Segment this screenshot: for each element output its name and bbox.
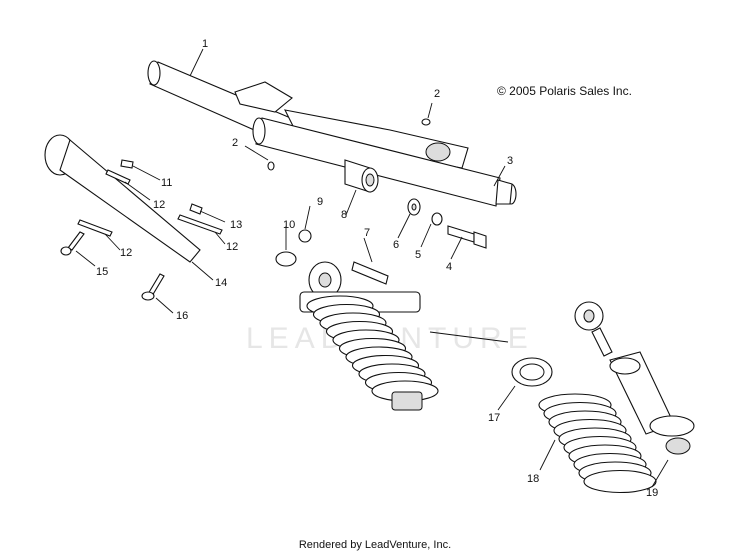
shock-assembly-main	[299, 261, 439, 411]
callout-8: 8	[341, 209, 347, 221]
part-17-retainer	[511, 357, 553, 387]
callout-4: 4	[446, 261, 452, 273]
part-3-lower-arm	[252, 117, 517, 207]
coil-ring	[583, 469, 657, 494]
callout-3: 3	[507, 155, 513, 167]
callout-13: 13	[230, 219, 242, 231]
callout-14: 14	[215, 277, 227, 289]
callout-12b: 12	[226, 241, 238, 253]
callout-19: 19	[646, 487, 658, 499]
callout-18: 18	[527, 473, 539, 485]
callout-9: 9	[317, 196, 323, 208]
callout-5: 5	[415, 249, 421, 261]
callout-1: 1	[202, 38, 208, 50]
callout-11: 11	[161, 177, 172, 189]
callout-15: 15	[96, 266, 108, 278]
leader-lines	[75, 48, 669, 488]
callout-6: 6	[393, 239, 399, 251]
part-8-mount-post	[344, 159, 379, 193]
callout-2b: 2	[232, 137, 238, 149]
callout-10: 10	[283, 219, 295, 231]
left-hardware	[44, 134, 223, 301]
callouts: 1 2 2 3 4 5 6 7 8 9 10 11 12 12 12 13 14…	[96, 38, 658, 499]
part-18-spring	[538, 393, 657, 494]
hardware	[267, 118, 487, 285]
callout-17: 17	[488, 412, 500, 424]
copyright-notice: © 2005 Polaris Sales Inc.	[497, 84, 632, 98]
callout-2a: 2	[434, 88, 440, 100]
callout-16: 16	[176, 310, 188, 322]
callout-12c: 12	[120, 247, 132, 259]
footer-credit: Rendered by LeadVenture, Inc.	[298, 539, 452, 551]
callout-12a: 12	[153, 199, 165, 211]
callout-7: 7	[364, 227, 370, 239]
part-19-damper	[574, 301, 695, 455]
